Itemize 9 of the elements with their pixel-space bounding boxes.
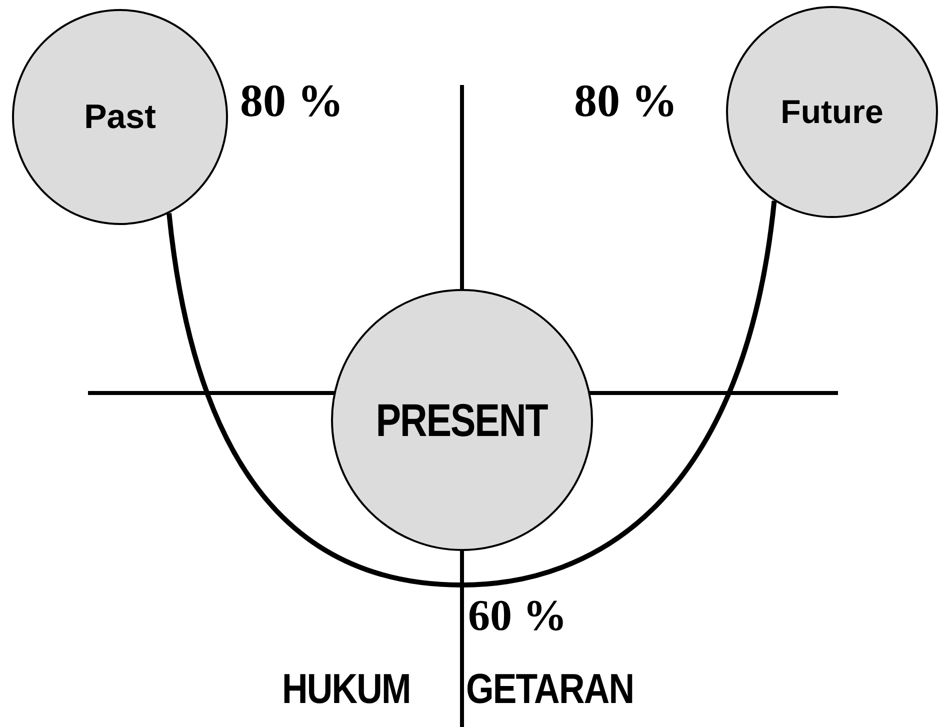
text-label: HUKUM — [282, 668, 410, 710]
node-label: PRESENT — [376, 392, 548, 448]
text-label: 80 % — [574, 78, 678, 124]
text-label: 60 % — [468, 594, 567, 638]
text-label: 80 % — [240, 78, 344, 124]
curve-line — [166, 200, 777, 588]
node-label: Past — [84, 96, 156, 138]
node-label: Future — [780, 92, 884, 132]
text-label: GETARAN — [466, 668, 634, 710]
